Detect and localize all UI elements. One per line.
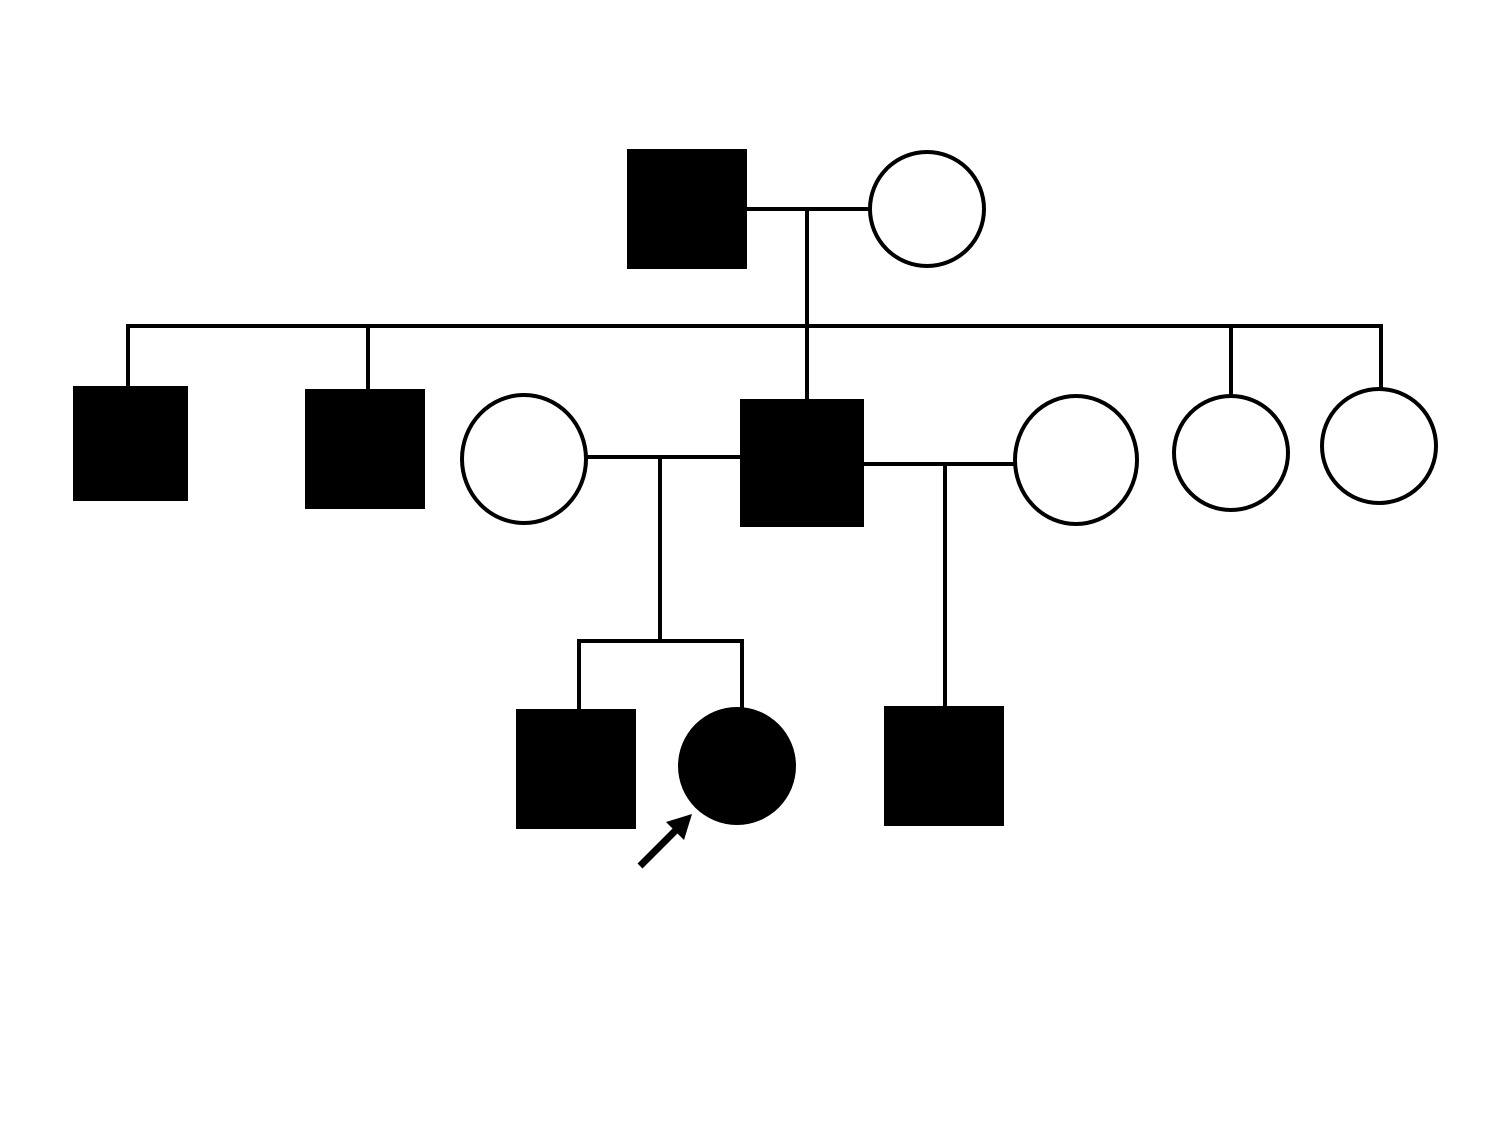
gen2-spouse-left-unaffected-female — [460, 393, 588, 525]
gen3-proband-affected-female — [678, 707, 796, 825]
gen2-daughter-1-unaffected-female — [1172, 394, 1290, 512]
gen2-son-2-affected-male — [305, 389, 425, 509]
gen2-daughter-2-unaffected-female — [1320, 387, 1438, 505]
gen3-son-2-affected-male — [884, 706, 1004, 826]
gen1-father-affected-male — [627, 149, 747, 269]
gen3-son-1-affected-male — [516, 709, 636, 829]
gen2-spouse-right-unaffected-female — [1013, 394, 1139, 526]
gen2-son-3-affected-male — [740, 399, 864, 527]
proband-arrow-icon — [637, 814, 692, 869]
gen1-mother-unaffected-female — [868, 150, 986, 268]
connector-lines — [126, 207, 1383, 711]
gen2-son-1-affected-male — [73, 386, 188, 501]
